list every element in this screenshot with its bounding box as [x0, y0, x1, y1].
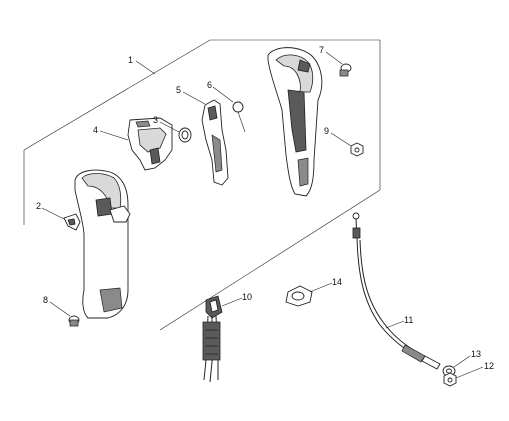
- part-8-screw: [68, 315, 80, 327]
- callout-11: 11: [385, 315, 413, 329]
- callout-1: 1: [128, 55, 156, 75]
- callout-label-4: 4: [93, 125, 98, 135]
- main-handle-body: [74, 169, 131, 319]
- callout-3: 3: [153, 115, 180, 133]
- part-6-torsion-spring: [232, 101, 246, 133]
- part-3-spring: [178, 127, 192, 143]
- callout-label-3: 3: [153, 115, 158, 125]
- callout-label-7: 7: [319, 45, 324, 55]
- callout-4: 4: [93, 125, 129, 141]
- callout-label-14: 14: [332, 277, 342, 287]
- callout-6: 6: [207, 80, 234, 103]
- callout-label-5: 5: [176, 85, 181, 95]
- callout-label-8: 8: [43, 295, 48, 305]
- part-12-nut: [443, 372, 457, 387]
- part-11-throttle-cable: [352, 212, 441, 370]
- assembly-frame: [23, 39, 381, 331]
- callout-label-12: 12: [484, 361, 494, 371]
- callout-8: 8: [43, 295, 71, 317]
- callout-label-2: 2: [36, 201, 41, 211]
- callout-2: 2: [36, 201, 65, 220]
- part-4-throttle-cover: [127, 117, 173, 171]
- callout-14: 14: [309, 277, 342, 293]
- callout-7: 7: [319, 45, 343, 65]
- callout-label-10: 10: [242, 292, 252, 302]
- callout-5: 5: [176, 85, 206, 105]
- callout-label-6: 6: [207, 80, 212, 90]
- callout-9: 9: [324, 126, 352, 147]
- callout-10: 10: [221, 292, 252, 307]
- callout-label-1: 1: [128, 55, 133, 65]
- callout-label-9: 9: [324, 126, 329, 136]
- callout-12: 12: [455, 361, 494, 379]
- part-2-lock-lever: [63, 213, 81, 231]
- part-7-screw: [339, 63, 352, 77]
- part-10-stop-switch: [202, 295, 223, 383]
- part-14-clamp: [285, 285, 313, 307]
- handle-right-half: [267, 47, 323, 197]
- callout-label-11: 11: [404, 315, 413, 325]
- part-9-nut: [350, 142, 364, 157]
- part-5-throttle-trigger: [201, 99, 229, 186]
- callout-13: 13: [453, 349, 481, 368]
- callout-label-13: 13: [471, 349, 481, 359]
